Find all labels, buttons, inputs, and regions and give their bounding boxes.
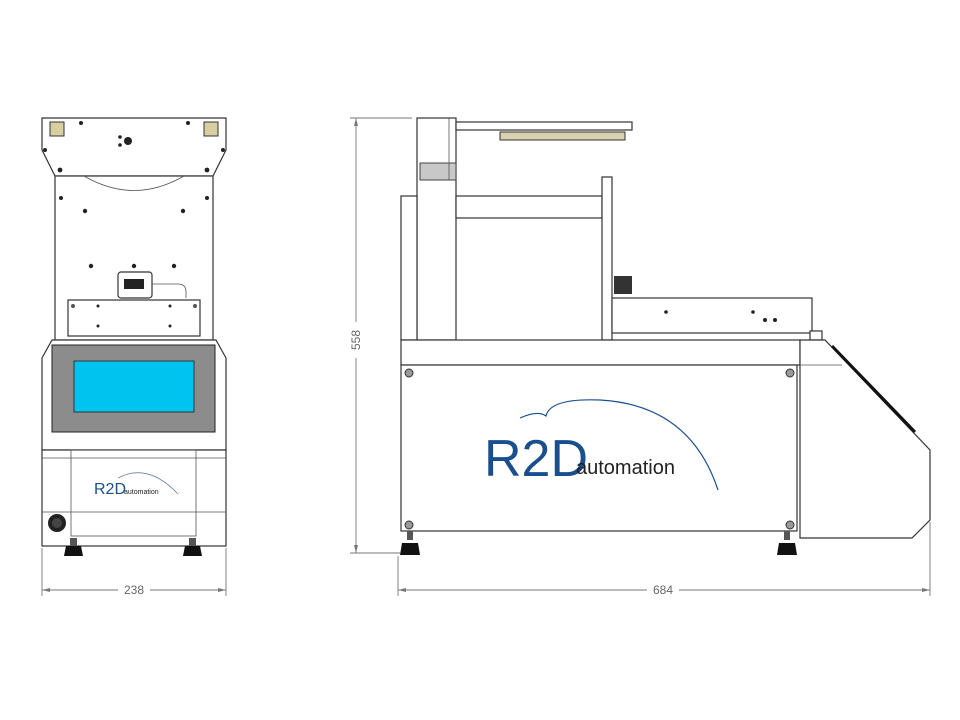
- side-sensor: [614, 276, 632, 294]
- side-logo: R2D automation: [484, 399, 719, 491]
- front-lower-panel: [70, 449, 197, 537]
- height-dimension-label: 558: [349, 330, 363, 350]
- side-tray: [611, 297, 813, 334]
- front-feet: [64, 538, 202, 556]
- front-sub-box: [67, 299, 201, 337]
- base-band: [400, 339, 801, 366]
- display-screen: [73, 360, 195, 413]
- light-bar: [499, 131, 626, 141]
- front-top-plate: [41, 117, 227, 177]
- back-frame: [400, 195, 418, 341]
- column-block: [419, 162, 457, 181]
- length-dimension: 684: [397, 522, 931, 597]
- side-main-body: [400, 364, 798, 532]
- side-arm: [455, 121, 633, 131]
- side-view: R2D automation 558 684: [349, 117, 931, 597]
- side-logo-brand: R2D: [484, 430, 588, 488]
- front-view: R2D automation 238: [41, 117, 227, 597]
- side-logo-word: automation: [576, 457, 675, 479]
- front-logo-word: automation: [124, 489, 159, 496]
- side-column: [416, 117, 457, 341]
- front-lower-body: [41, 449, 227, 547]
- front-width-dimension: 238: [41, 548, 227, 597]
- sensor-body: [124, 279, 144, 289]
- top-beam: [455, 195, 603, 219]
- length-dimension-label: 684: [653, 583, 673, 597]
- front-logo: R2D automation: [94, 472, 179, 498]
- front-left-latch: [49, 121, 65, 137]
- height-dimension: 558: [349, 117, 412, 554]
- width-dimension-label: 238: [124, 583, 144, 597]
- side-feet: [400, 531, 797, 555]
- side-display-edge: [830, 344, 917, 434]
- side-post: [601, 176, 613, 341]
- front-logo-brand: R2D: [94, 481, 126, 498]
- front-right-latch: [203, 121, 219, 137]
- side-front-console: [799, 339, 931, 539]
